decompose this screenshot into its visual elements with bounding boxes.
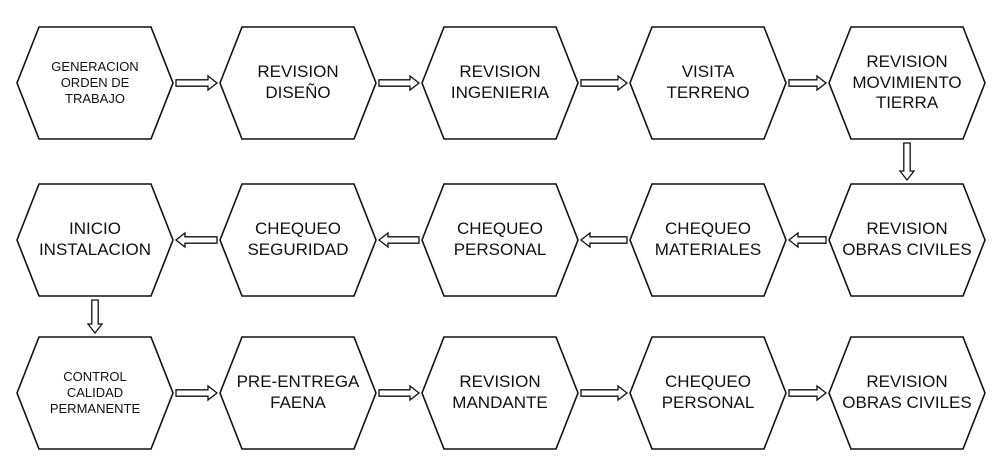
hexagon-step-s2 — [219, 26, 377, 140]
flow-arrow-s14-to-s15 — [788, 384, 828, 402]
hexagon-step-s7 — [219, 183, 377, 297]
hexagon-step-s13 — [421, 336, 579, 450]
hexagon-step-s1 — [16, 26, 174, 140]
hexagon-step-s3 — [421, 26, 579, 140]
flow-arrow-s7-to-s6 — [174, 231, 218, 249]
flow-arrow-s9-to-s8 — [579, 231, 628, 249]
flow-arrow-s5-to-s10 — [898, 142, 916, 182]
flow-arrow-s10-to-s9 — [787, 231, 827, 249]
flow-arrow-s12-to-s13 — [378, 384, 421, 402]
hexagon-step-s4 — [629, 26, 787, 140]
flow-arrow-s1-to-s2 — [175, 74, 219, 92]
flow-arrow-s13-to-s14 — [580, 384, 629, 402]
hexagon-step-s14 — [629, 336, 787, 450]
hexagon-step-s5 — [828, 26, 986, 140]
hexagon-step-s15 — [828, 336, 986, 450]
flow-arrow-s6-to-s11 — [86, 299, 104, 335]
hexagon-step-s8 — [421, 183, 579, 297]
flow-arrow-s8-to-s7 — [377, 231, 420, 249]
flow-arrow-s4-to-s5 — [788, 74, 828, 92]
hexagon-step-s6 — [16, 183, 174, 297]
hexagon-step-s10 — [828, 183, 986, 297]
hexagon-step-s11 — [16, 336, 174, 450]
flow-arrow-s2-to-s3 — [378, 74, 421, 92]
flow-arrow-s3-to-s4 — [580, 74, 629, 92]
hexagon-step-s9 — [629, 183, 787, 297]
hexagon-step-s12 — [219, 336, 377, 450]
flow-arrow-s11-to-s12 — [175, 384, 219, 402]
